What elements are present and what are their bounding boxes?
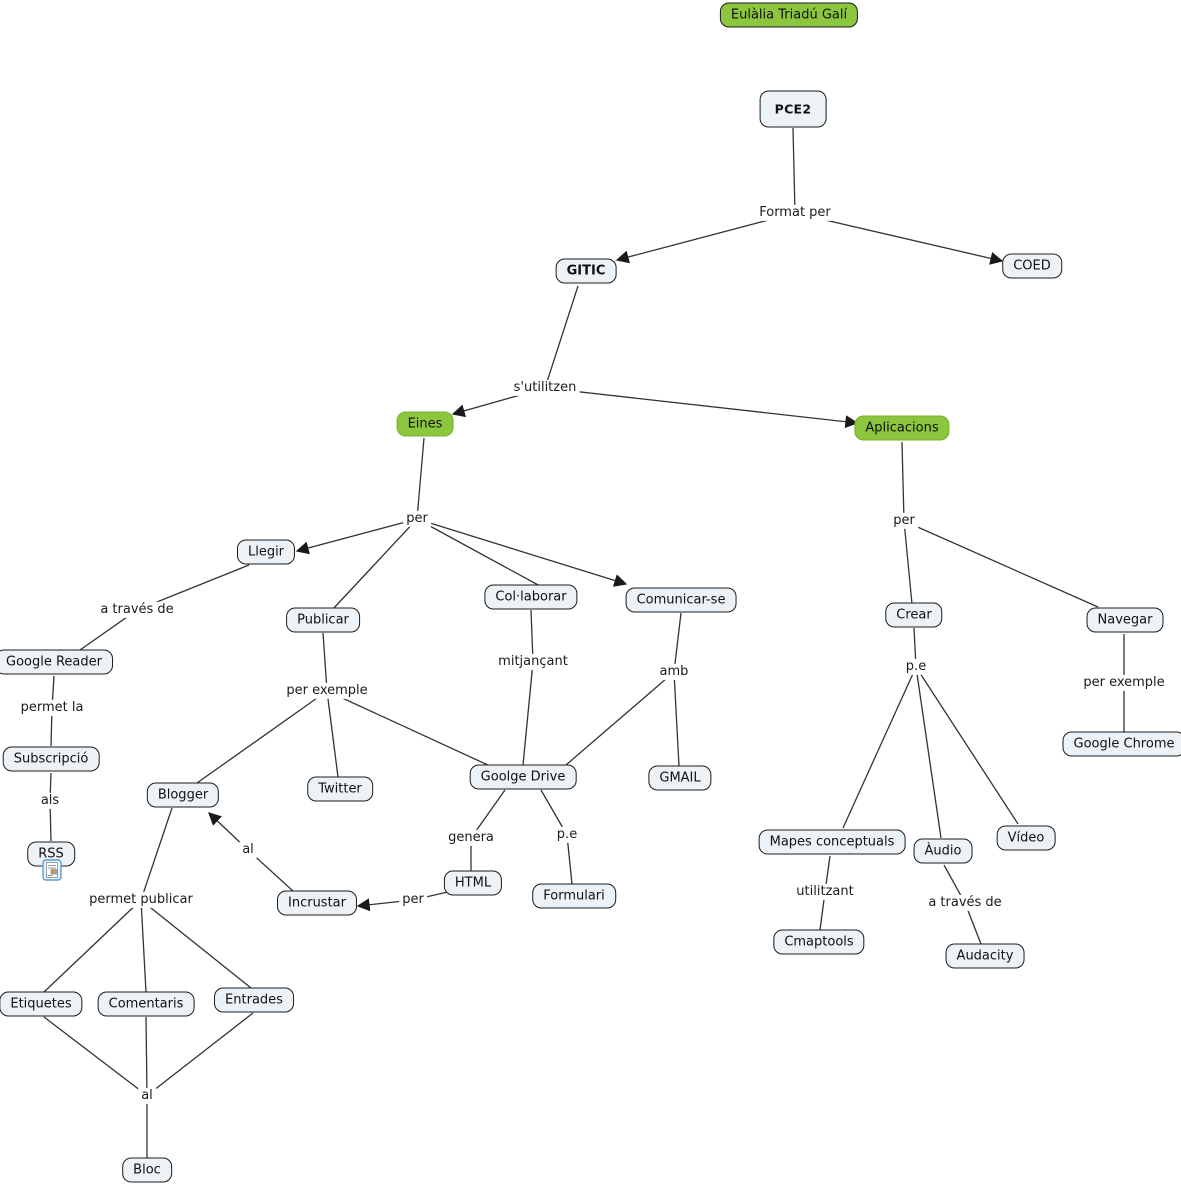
edge-pce2-format-per — [792, 127, 796, 214]
edge-perexemple-googledrive — [326, 690, 491, 767]
node-bloc[interactable]: Bloc — [122, 1157, 172, 1183]
node-comentaris[interactable]: Comentaris — [97, 991, 195, 1017]
node-comunicarse[interactable]: Comunicar-se — [625, 587, 737, 613]
edge-pe-mapes — [842, 666, 917, 829]
node-subscripcio[interactable]: Subscripció — [2, 746, 100, 772]
edge-per-collaborar — [416, 518, 541, 587]
link-format-per[interactable]: Format per — [756, 204, 834, 222]
edge-pe-audio — [915, 666, 942, 839]
arrow-sutilitzen-aplicacions — [544, 387, 859, 429]
node-gitic[interactable]: GITIC — [555, 258, 617, 284]
link-pe-crear[interactable]: p.e — [902, 658, 930, 676]
edge-entrades-al — [148, 1012, 254, 1095]
node-eines[interactable]: Eines — [396, 411, 454, 437]
edge-comunicarse-amb — [673, 612, 682, 673]
document-resource-icon[interactable] — [42, 859, 62, 885]
edge-etiquetes-al — [43, 1016, 146, 1095]
link-utilitzant[interactable]: utilitzant — [793, 883, 857, 901]
edge-pe-formulari — [566, 834, 573, 885]
edge-per-navegar — [903, 520, 1099, 608]
node-aplicacions[interactable]: Aplicacions — [854, 415, 950, 441]
node-author-title[interactable]: Eulàlia Triadú Galí — [719, 2, 859, 28]
node-audacity[interactable]: Audacity — [945, 943, 1025, 969]
link-permet-la[interactable]: permet la — [17, 699, 87, 717]
link-al-blogger[interactable]: al — [239, 841, 257, 859]
link-per-aplicacions[interactable]: per — [890, 512, 918, 530]
edge-amb-gmail — [673, 671, 680, 767]
node-google-drive[interactable]: Goolge Drive — [469, 764, 577, 790]
node-entrades[interactable]: Entrades — [214, 987, 294, 1013]
arrow-per-llegir — [295, 518, 418, 555]
node-blogger[interactable]: Blogger — [146, 782, 220, 808]
node-formulari[interactable]: Formulari — [532, 883, 616, 909]
edge-aplicacions-per — [901, 441, 905, 522]
edge-collaborar-mitjancant — [530, 609, 534, 663]
link-pe-formulari[interactable]: p.e — [553, 826, 581, 844]
edge-mitjancant-googledrive — [522, 661, 534, 766]
node-publicar[interactable]: Publicar — [286, 607, 360, 633]
edge-eines-per — [416, 437, 425, 520]
link-als[interactable]: als — [37, 792, 63, 810]
link-per-exemple-publicar[interactable]: per exemple — [283, 682, 371, 700]
node-mapes-conceptuals[interactable]: Mapes conceptuals — [758, 829, 906, 855]
node-cmaptools[interactable]: Cmaptools — [773, 929, 865, 955]
node-gmail[interactable]: GMAIL — [648, 765, 712, 791]
edge-blogger-permetpublicar — [140, 807, 173, 901]
edge-pe-video — [915, 666, 1019, 825]
edge-per-publicar — [332, 518, 418, 610]
node-google-reader[interactable]: Google Reader — [0, 649, 113, 675]
node-incrustar[interactable]: Incrustar — [277, 890, 357, 916]
node-crear[interactable]: Crear — [885, 602, 943, 628]
node-html[interactable]: HTML — [443, 870, 503, 896]
node-audio[interactable]: Àudio — [913, 838, 973, 864]
link-per-eines[interactable]: per — [403, 510, 431, 528]
node-pce2[interactable]: PCE2 — [759, 90, 827, 128]
edge-perexemple-twitter — [326, 690, 339, 778]
edge-permetpublicar-comentaris — [140, 899, 147, 993]
edge-comentaris-al — [145, 1016, 148, 1097]
node-coed[interactable]: COED — [1002, 253, 1062, 279]
edge-gitic-sutilitzen — [544, 285, 579, 389]
node-video[interactable]: Vídeo — [996, 825, 1056, 851]
link-per-html[interactable]: per — [399, 891, 427, 909]
link-a-traves-de-audio[interactable]: a través de — [925, 894, 1005, 912]
link-sutilitzen[interactable]: s'utilitzen — [510, 379, 580, 397]
node-google-chrome[interactable]: Google Chrome — [1062, 731, 1181, 757]
node-etiquetes[interactable]: Etiquetes — [0, 991, 83, 1017]
link-per-exemple-navegar[interactable]: per exemple — [1080, 674, 1168, 692]
link-amb[interactable]: amb — [656, 663, 692, 681]
node-llegir[interactable]: Llegir — [236, 539, 296, 565]
edge-amb-googledrive — [565, 671, 675, 766]
node-collaborar[interactable]: Col·laborar — [484, 584, 578, 610]
edge-permetpublicar-entrades — [140, 899, 252, 989]
arrow-edges — [208, 212, 1004, 912]
link-permet-publicar[interactable]: permet publicar — [86, 891, 196, 909]
link-genera[interactable]: genera — [445, 829, 497, 847]
edge-perexemple-blogger — [196, 690, 328, 784]
link-a-traves-de[interactable]: a través de — [97, 601, 177, 619]
link-al-bloc[interactable]: al — [138, 1087, 156, 1105]
node-twitter[interactable]: Twitter — [307, 776, 373, 802]
edge-per-crear — [903, 520, 913, 605]
link-mitjancant[interactable]: mitjançant — [495, 653, 571, 671]
arrow-per-comunicarse — [416, 518, 628, 587]
edge-permetpublicar-etiquetes — [43, 899, 142, 993]
edge-publicar-perexemple — [322, 632, 328, 692]
node-navegar[interactable]: Navegar — [1086, 607, 1164, 633]
